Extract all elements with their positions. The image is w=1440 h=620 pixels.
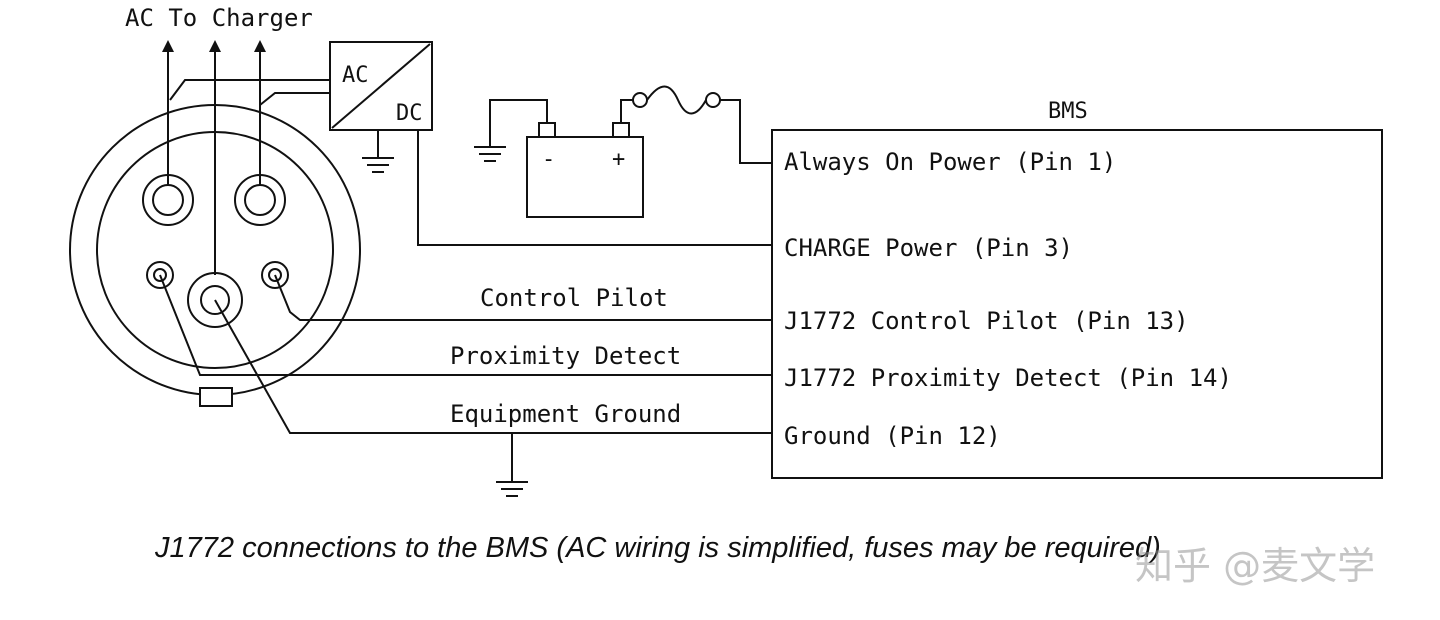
arrow-up-icon <box>254 40 266 52</box>
charge-power-wire <box>417 130 772 246</box>
charger-box <box>329 41 433 131</box>
battery-minus-label: - <box>542 147 555 172</box>
proximity-detect-wire <box>159 274 772 376</box>
proximity-pin <box>146 261 174 289</box>
control-pilot-wire <box>274 274 772 321</box>
always-on-wire <box>720 99 772 164</box>
watermark: 知乎 @麦文学 <box>1135 544 1376 588</box>
bms-pin-13: J1772 Control Pilot (Pin 13) <box>784 307 1189 335</box>
battery-pos-wire <box>620 99 633 123</box>
fuse-icon <box>646 85 707 115</box>
control-pilot-label: Control Pilot <box>480 284 668 312</box>
bms-pin-3: CHARGE Power (Pin 3) <box>784 234 1073 262</box>
figure-caption: J1772 connections to the BMS (AC wiring … <box>155 532 1161 564</box>
ac-wires <box>167 48 330 275</box>
ground-pin-core <box>200 285 230 315</box>
battery-ground-wire <box>489 99 548 147</box>
bms-pin-12: Ground (Pin 12) <box>784 422 1001 450</box>
proximity-detect-label: Proximity Detect <box>450 342 681 370</box>
proximity-pin-core <box>153 268 167 282</box>
charger-dc-label: DC <box>396 101 423 126</box>
ac-pin-left-core <box>152 184 184 216</box>
arrow-up-icon <box>209 40 221 52</box>
charger-ac-label: AC <box>342 63 369 88</box>
bms-title: BMS <box>1048 99 1088 124</box>
bms-box <box>771 129 1383 479</box>
ac-to-charger-label: AC To Charger <box>125 4 313 32</box>
charger-diagonal <box>331 43 431 129</box>
control-pilot-pin-core <box>268 268 282 282</box>
ac-pin-right-core <box>244 184 276 216</box>
battery-plus-label: + <box>612 147 625 172</box>
battery-neg-terminal <box>538 122 556 138</box>
ac-feed-upper <box>169 79 330 101</box>
battery-pos-terminal <box>612 122 630 138</box>
equipment-ground-wire <box>214 299 772 434</box>
control-pilot-pin <box>261 261 289 289</box>
battery <box>526 136 644 218</box>
bms-pin-1: Always On Power (Pin 1) <box>784 148 1116 176</box>
fuse-terminal-right <box>705 92 721 108</box>
ac-feed-lower <box>259 92 330 106</box>
fuse-terminal-left <box>632 92 648 108</box>
equipment-ground-label: Equipment Ground <box>450 400 681 428</box>
arrow-up-icon <box>162 40 174 52</box>
connector-latch <box>199 387 233 407</box>
bms-pin-14: J1772 Proximity Detect (Pin 14) <box>784 364 1232 392</box>
ac-arrowheads <box>162 40 266 52</box>
